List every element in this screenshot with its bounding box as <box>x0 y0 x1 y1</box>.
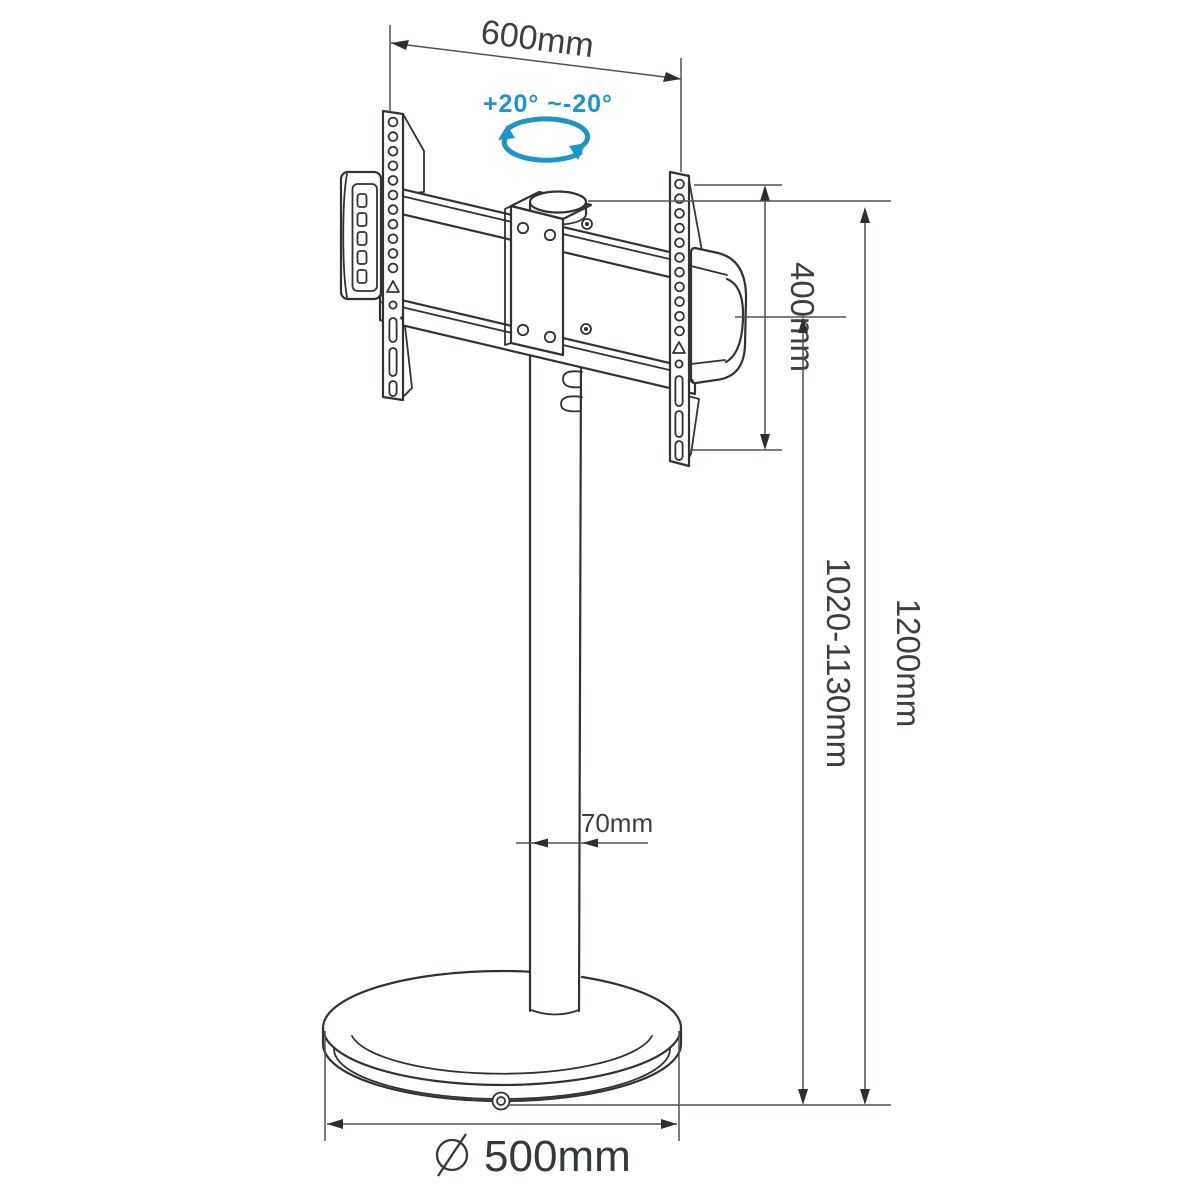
swivel-bracket <box>339 109 748 468</box>
dimension-base-diameter: 500mm <box>324 1031 680 1181</box>
vesa-holes-right <box>672 178 686 461</box>
base-diameter-label: 500mm <box>484 1132 631 1181</box>
total-height-label: 1200mm <box>890 599 927 727</box>
pole-cable-hooks <box>560 370 583 413</box>
vesa-holes-left <box>386 116 400 397</box>
swivel-range-label: +20° ~-20° <box>483 90 613 118</box>
swivel-annotation: +20° ~-20° <box>483 90 613 163</box>
mount-plate <box>504 190 593 357</box>
stand-pole <box>528 350 583 1016</box>
dimension-total-height: 1200mm <box>508 200 927 1106</box>
base-foot-screw <box>491 1091 511 1111</box>
plate-screw-holes <box>516 221 557 344</box>
crossbar-bolts <box>400 218 694 383</box>
dimension-column-height: 1020-1130mm <box>735 316 857 1105</box>
column-height-label: 1020-1130mm <box>820 558 857 768</box>
top-width-label: 600mm <box>479 13 596 65</box>
dimension-top-width: 600mm <box>389 13 682 172</box>
dimension-annotations: 600mm 400mm 1020-1130mm 1200mm <box>324 13 927 1181</box>
round-base <box>321 969 683 1103</box>
pole-width-label: 70mm <box>581 808 653 838</box>
rotation-arrows-icon <box>498 116 591 163</box>
diameter-symbol-icon <box>435 1133 469 1177</box>
vesa-rail-left <box>381 109 405 402</box>
left-top-gusset <box>402 113 425 195</box>
dimension-pole-width: 70mm <box>516 808 653 848</box>
crossbar-endcap-right <box>689 246 748 385</box>
crossbar-endcap-left <box>339 170 383 301</box>
vesa-rail-right <box>668 170 691 468</box>
